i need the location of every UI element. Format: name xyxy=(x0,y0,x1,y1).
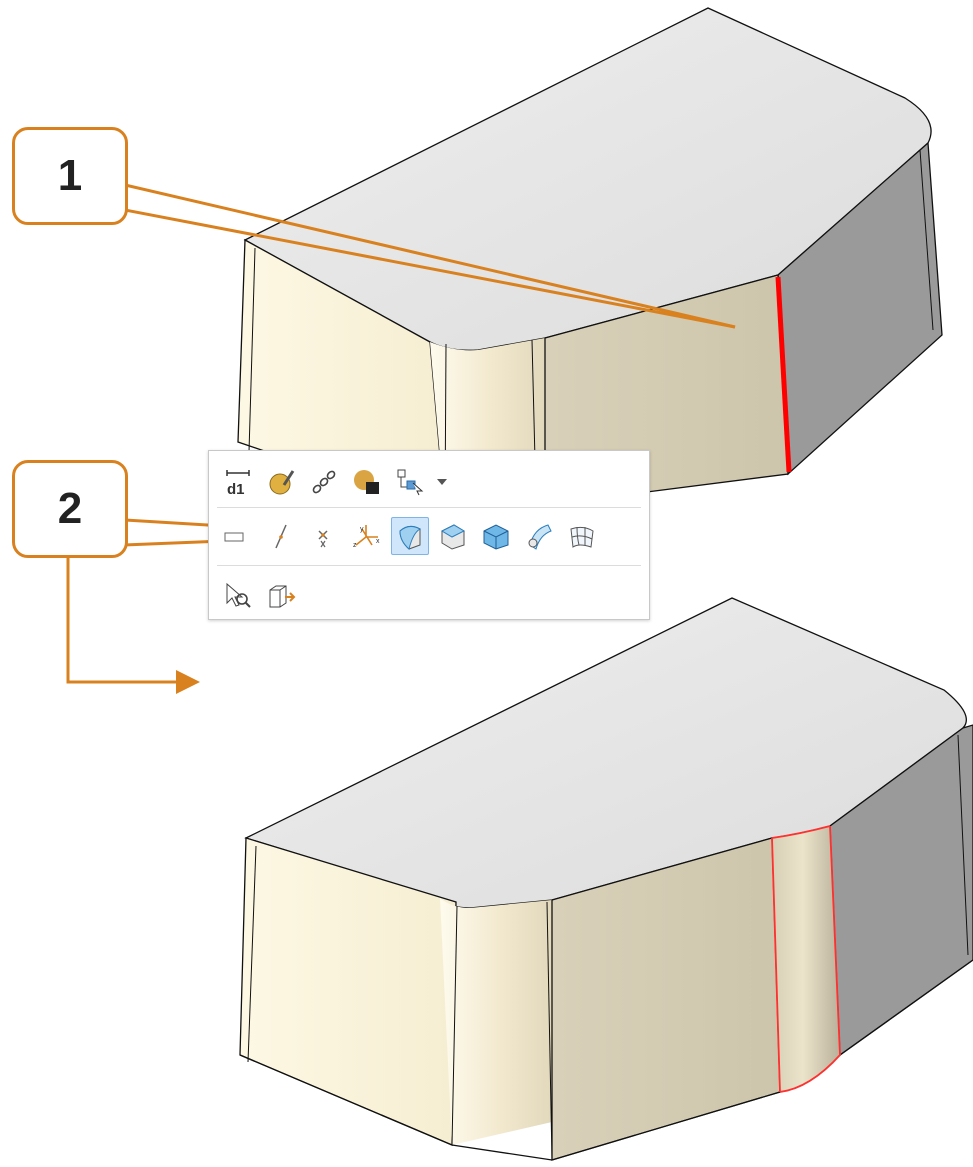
callout-number: 2 xyxy=(57,484,83,533)
point-on-curve-icon[interactable] xyxy=(262,517,300,555)
callout-number: 1 xyxy=(57,151,83,200)
front-round-face xyxy=(440,898,552,1145)
toolbar-separator xyxy=(217,507,641,508)
toolbar-separator xyxy=(217,565,641,566)
toolbar-row-2: y z x xyxy=(219,517,606,555)
dimension-d1-icon[interactable]: d1 xyxy=(219,463,257,501)
callout-1-leader xyxy=(124,183,736,329)
part-before-round xyxy=(237,7,943,514)
appearance-brush-icon[interactable] xyxy=(262,463,300,501)
svg-text:d1: d1 xyxy=(227,481,245,497)
round-icon[interactable] xyxy=(391,517,429,555)
side-face xyxy=(544,274,789,506)
pick-from-list-icon[interactable] xyxy=(219,577,257,615)
boundary-blend-icon[interactable] xyxy=(563,517,601,555)
toolbar-row-1: d1 xyxy=(219,463,450,501)
insert-here-icon[interactable] xyxy=(262,577,300,615)
vertex-icon[interactable] xyxy=(305,517,343,555)
svg-text:y: y xyxy=(360,526,364,533)
callout-1: 1 xyxy=(12,127,128,225)
dropdown-arrow-icon[interactable] xyxy=(434,463,450,501)
sweep-icon[interactable] xyxy=(520,517,558,555)
coordinate-system-icon[interactable]: y z x xyxy=(348,517,386,555)
selected-edge xyxy=(775,276,792,473)
display-style-icon[interactable] xyxy=(348,463,386,501)
selection-filter-icon[interactable] xyxy=(391,463,429,501)
arrowhead xyxy=(176,670,200,694)
edge-icon[interactable] xyxy=(219,517,257,555)
svg-text:z: z xyxy=(353,542,357,549)
chain-icon[interactable] xyxy=(305,463,343,501)
new-round-face xyxy=(772,826,840,1092)
part-after-round xyxy=(239,597,973,1161)
chamfer-icon[interactable] xyxy=(434,517,472,555)
callout-2: 2 xyxy=(12,460,128,558)
round-edge-outline xyxy=(771,825,841,1093)
auto-round-icon[interactable] xyxy=(477,517,515,555)
svg-text:x: x xyxy=(376,538,380,545)
toolbar-row-3 xyxy=(219,577,305,615)
mini-toolbar: d1 xyxy=(208,450,650,620)
